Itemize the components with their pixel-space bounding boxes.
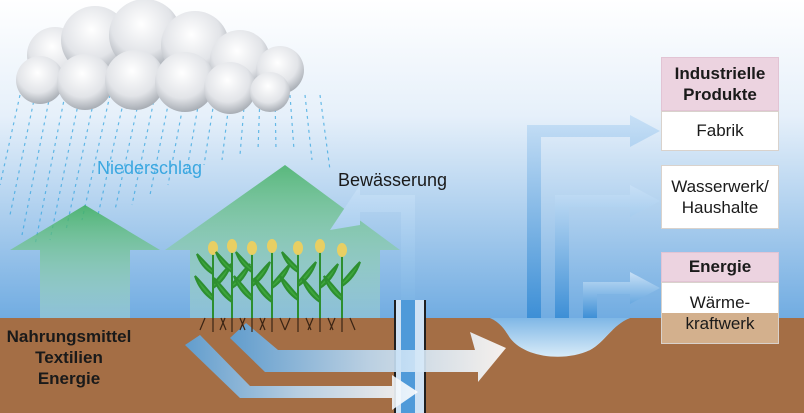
- waterworks-line2: Haushalte: [681, 198, 759, 217]
- supply-arrow-waterworks: [555, 185, 660, 318]
- roots: [199, 317, 356, 332]
- lake: [490, 318, 630, 357]
- groundwater-arrow-upper: [230, 323, 506, 382]
- crop-use-energy: Energie: [37, 369, 101, 388]
- evaporation-arrow-left: [10, 205, 160, 320]
- energy-header: Energie: [661, 252, 779, 282]
- energy-head-label: Energie: [688, 257, 752, 277]
- irrigation-label: Bewässerung: [338, 170, 448, 190]
- crops: [194, 239, 361, 318]
- power-plant-box: Wärme- kraftwerk: [661, 282, 779, 344]
- industrial-head-line1: Industrielle: [674, 63, 766, 83]
- crop-uses-label: Nahrungsmittel Textilien Energie: [0, 326, 138, 389]
- power-plant-line2: kraftwerk: [685, 314, 755, 333]
- supply-arrow-industry: [527, 115, 660, 318]
- factory-label: Fabrik: [696, 121, 744, 141]
- industrial-products-header: Industrielle Produkte: [661, 57, 779, 111]
- factory-box: Fabrik: [661, 111, 779, 151]
- cloud: [16, 0, 304, 114]
- power-plant-line1: Wärme-: [689, 292, 751, 312]
- waterworks-line1: Wasserwerk/: [671, 176, 769, 196]
- crop-use-textiles: Textilien: [35, 348, 103, 367]
- precipitation-label: Niederschlag: [97, 158, 203, 178]
- crop-use-food: Nahrungsmittel: [6, 327, 132, 346]
- industrial-head-line2: Produkte: [683, 85, 757, 104]
- supply-arrow-energy: [583, 272, 660, 318]
- waterworks-box: Wasserwerk/ Haushalte: [661, 165, 779, 229]
- groundwater-arrow-lower: [185, 335, 418, 410]
